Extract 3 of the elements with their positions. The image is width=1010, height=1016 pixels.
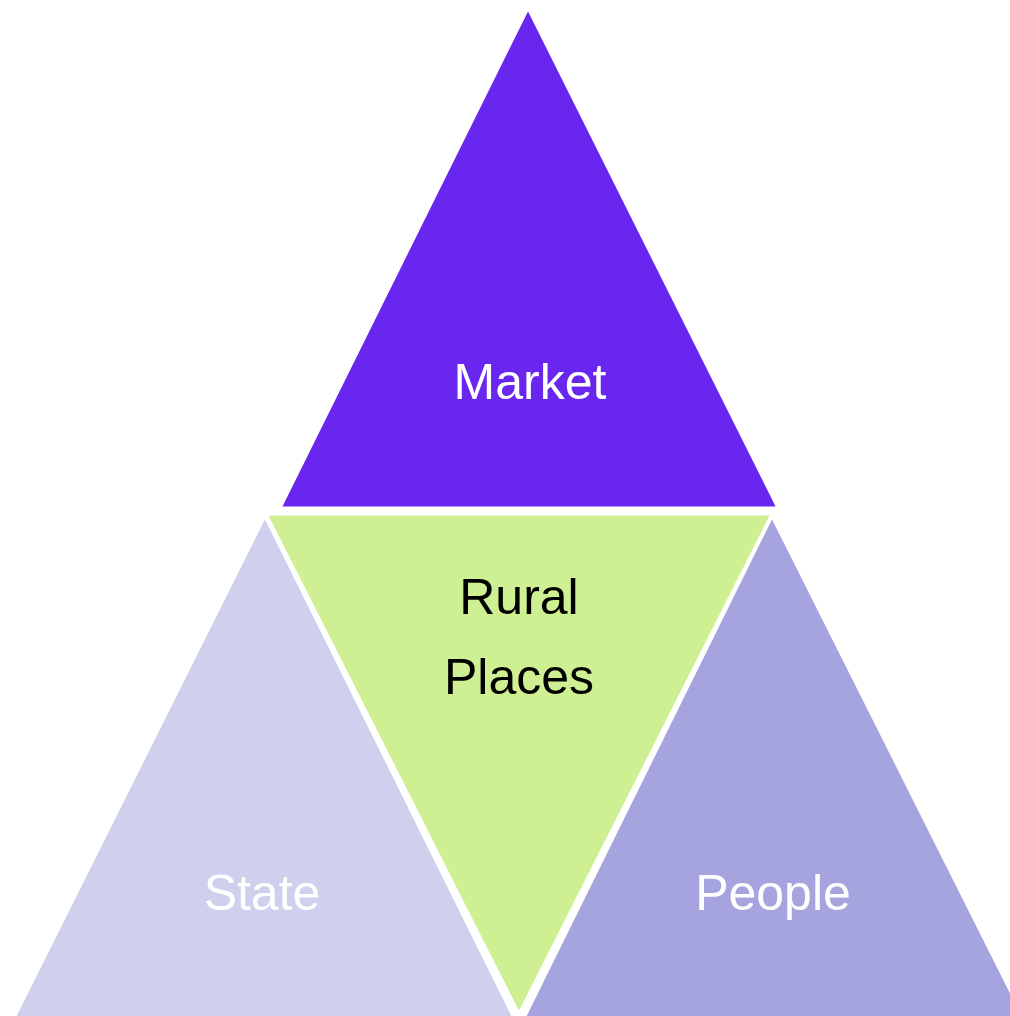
triangle-label: Rural Places [442,568,596,707]
triangle-label: Market [452,353,608,412]
triangle-label: People [694,864,852,923]
